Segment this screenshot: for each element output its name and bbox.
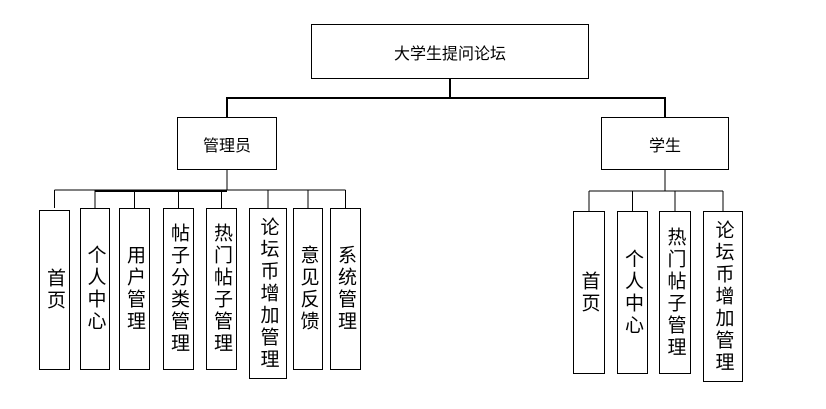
student-module-box: 首页 bbox=[573, 211, 605, 374]
student-module-box: 论坛币增加管理 bbox=[703, 211, 743, 382]
admin-module-box: 意见反馈 bbox=[293, 208, 323, 370]
student-module-label: 论坛币增加管理 bbox=[712, 219, 735, 374]
admin-module-box: 用户管理 bbox=[119, 208, 150, 370]
root-label: 大学生提问论坛 bbox=[393, 43, 506, 63]
student-node: 学生 bbox=[601, 117, 729, 170]
admin-module-box: 论坛币增加管理 bbox=[249, 208, 287, 379]
student-module-box: 热门帖子管理 bbox=[659, 211, 691, 374]
root-node: 大学生提问论坛 bbox=[311, 24, 589, 79]
student-module-label: 热门帖子管理 bbox=[664, 226, 687, 359]
admin-module-label: 用户管理 bbox=[124, 245, 146, 333]
admin-module-box: 首页 bbox=[39, 210, 70, 370]
admin-module-label: 帖子分类管理 bbox=[168, 223, 190, 355]
student-module-label: 首页 bbox=[578, 270, 601, 315]
admin-module-box: 帖子分类管理 bbox=[163, 208, 194, 370]
admin-module-box: 热门帖子管理 bbox=[206, 208, 237, 370]
admin-module-label: 首页 bbox=[44, 268, 66, 312]
student-module-label: 个人中心 bbox=[622, 248, 644, 337]
admin-module-label: 论坛币增加管理 bbox=[257, 216, 280, 371]
admin-module-box: 个人中心 bbox=[80, 208, 110, 370]
admin-label: 管理员 bbox=[202, 135, 251, 155]
admin-module-box: 系统管理 bbox=[330, 208, 361, 370]
admin-node: 管理员 bbox=[177, 117, 277, 170]
admin-module-label: 热门帖子管理 bbox=[211, 223, 233, 355]
admin-module-label: 意见反馈 bbox=[297, 245, 320, 333]
admin-module-label: 个人中心 bbox=[84, 245, 107, 333]
student-module-box: 个人中心 bbox=[617, 211, 648, 374]
student-label: 学生 bbox=[648, 135, 681, 155]
admin-module-label: 系统管理 bbox=[335, 245, 357, 333]
